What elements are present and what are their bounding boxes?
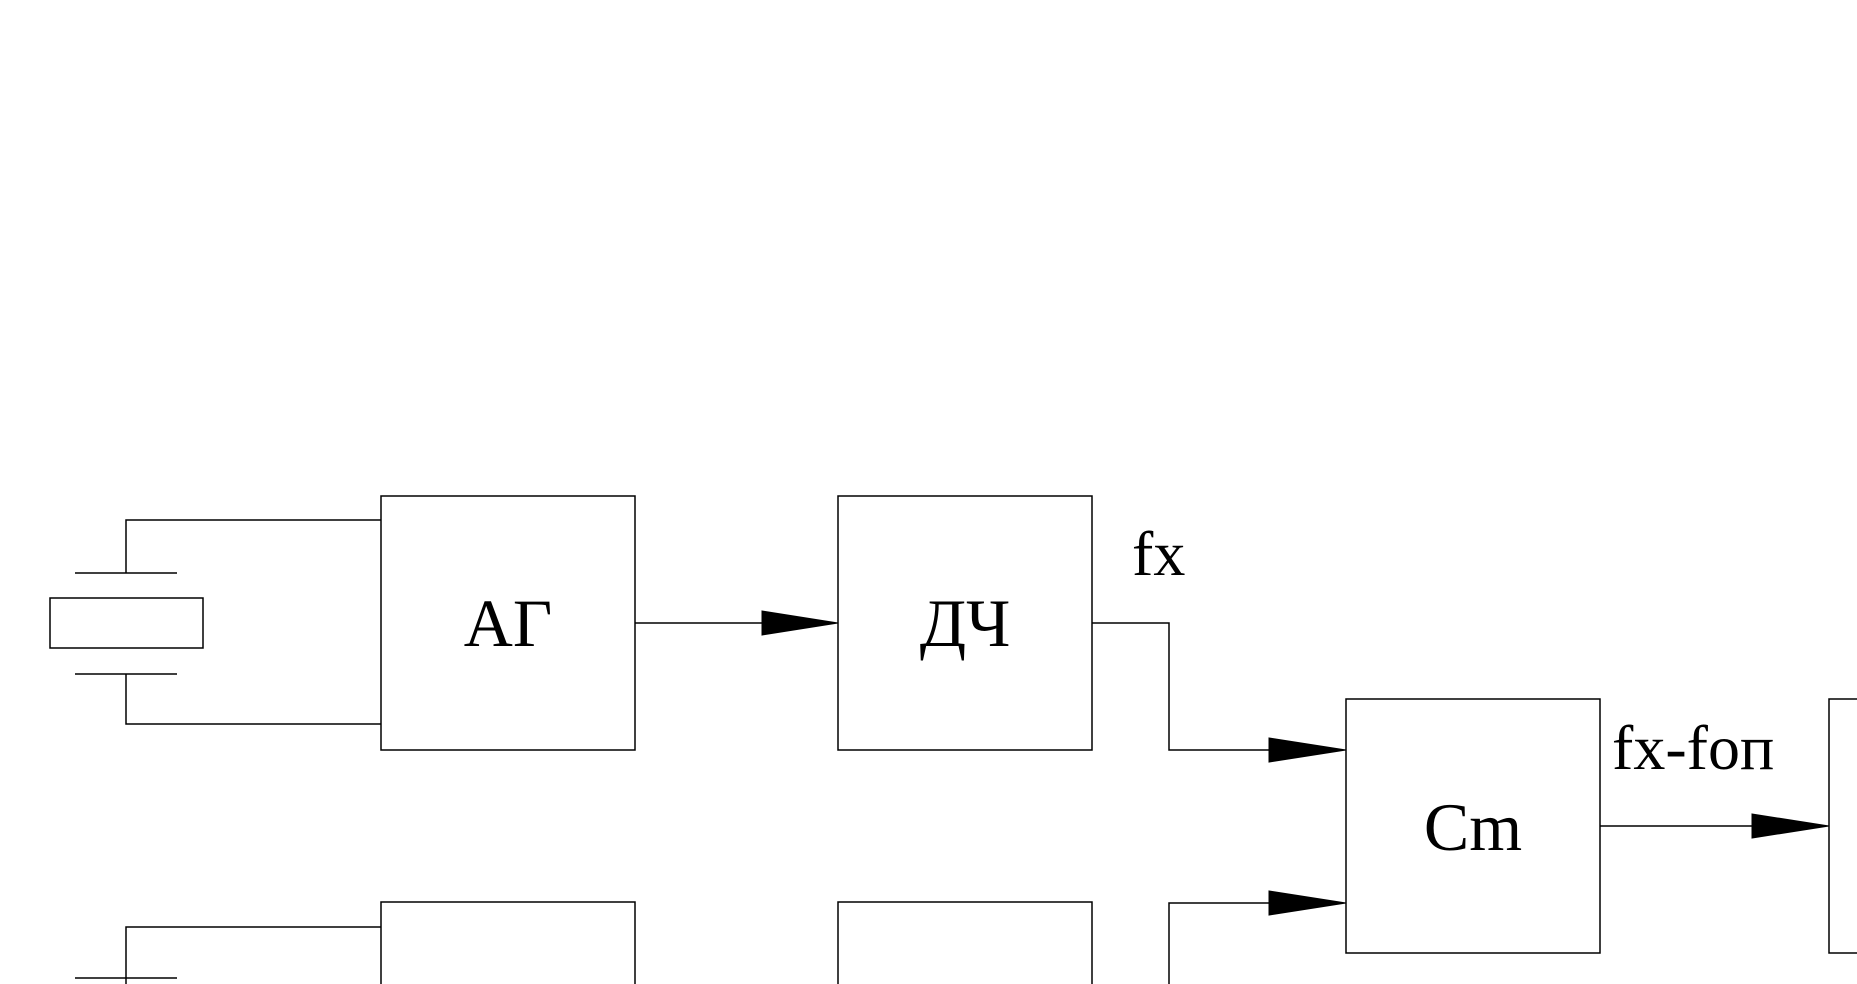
signal-fx-label: fx	[1132, 518, 1185, 589]
mixer-block: Cm	[1345, 698, 1601, 954]
crystal-top-icon	[49, 519, 381, 725]
connection-mixer-to-output	[1600, 813, 1830, 839]
generator-top-block: АГ	[380, 495, 636, 751]
connection-divider-to-mixer-bottom	[1168, 890, 1347, 984]
mixer-label: Cm	[1424, 789, 1522, 865]
arrow-head-icon	[1268, 890, 1347, 916]
divider-top-block: ДЧ	[837, 495, 1093, 751]
signal-fx-minus-fop-label: fx-fоп	[1612, 712, 1774, 783]
arrow-head-icon	[1268, 737, 1347, 763]
arrow-head-icon	[761, 610, 839, 636]
divider-bottom-block	[837, 901, 1093, 984]
generator-bottom-block	[380, 901, 636, 984]
connection-divider-to-mixer-top	[1092, 622, 1347, 763]
connection-generator-to-divider	[635, 610, 839, 636]
arrow-head-icon	[1751, 813, 1830, 839]
crystal-bottom-icon	[75, 926, 381, 984]
output-block	[1828, 698, 1857, 954]
divider-top-label: ДЧ	[920, 585, 1011, 661]
generator-top-label: АГ	[464, 585, 552, 661]
